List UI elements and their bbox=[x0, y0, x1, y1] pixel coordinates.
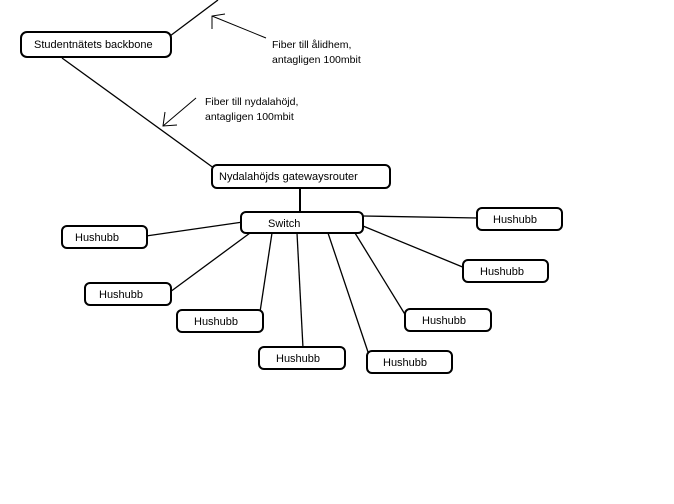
link-switch-hub-8 bbox=[362, 215, 479, 219]
hub-node-8: Hushubb bbox=[476, 207, 563, 231]
annotation-nydalahojd-line-1: Fiber till nydalahöjd, bbox=[205, 96, 298, 108]
link-backbone-to-gateway bbox=[61, 57, 223, 175]
annotation-nydalahojd-line-2: antagligen 100mbit bbox=[205, 111, 294, 123]
gateway-node: Nydalahöjds gatewaysrouter bbox=[211, 164, 391, 189]
backbone-node: Studentnätets backbone bbox=[20, 31, 172, 58]
hub-node-4: Hushubb bbox=[258, 346, 346, 370]
switch-label: Switch bbox=[268, 218, 300, 230]
gateway-label: Nydalahöjds gatewaysrouter bbox=[219, 171, 358, 183]
hub-node-1: Hushubb bbox=[61, 225, 148, 249]
link-backbone-to-alidhem bbox=[169, 0, 219, 37]
annotation-alidhem-line-1: Fiber till ålidhem, bbox=[272, 39, 351, 51]
link-switch-hub-3 bbox=[259, 232, 273, 313]
link-switch-hub-2 bbox=[169, 232, 251, 293]
switch-node: Switch bbox=[240, 211, 364, 234]
hub-label: Hushubb bbox=[276, 353, 320, 365]
link-switch-hub-1 bbox=[145, 221, 244, 237]
hub-label: Hushubb bbox=[480, 266, 524, 278]
annotation-alidhem-line-2: antagligen 100mbit bbox=[272, 54, 361, 66]
link-switch-hub-6 bbox=[354, 232, 407, 317]
link-switch-hub-5 bbox=[327, 232, 369, 353]
hub-node-5: Hushubb bbox=[366, 350, 453, 374]
arrow-alidhem bbox=[211, 13, 267, 39]
hub-label: Hushubb bbox=[383, 357, 427, 369]
hub-label: Hushubb bbox=[194, 316, 238, 328]
hub-label: Hushubb bbox=[99, 289, 143, 301]
hub-label: Hushubb bbox=[422, 315, 466, 327]
hub-label: Hushubb bbox=[493, 214, 537, 226]
hub-label: Hushubb bbox=[75, 232, 119, 244]
backbone-label: Studentnätets backbone bbox=[34, 39, 153, 51]
hub-node-6: Hushubb bbox=[404, 308, 492, 332]
hub-node-7: Hushubb bbox=[462, 259, 549, 283]
link-switch-hub-4 bbox=[296, 232, 304, 349]
hub-node-2: Hushubb bbox=[84, 282, 172, 306]
arrow-nydalahojd bbox=[162, 97, 197, 127]
link-switch-hub-7 bbox=[362, 225, 466, 269]
hub-node-3: Hushubb bbox=[176, 309, 264, 333]
